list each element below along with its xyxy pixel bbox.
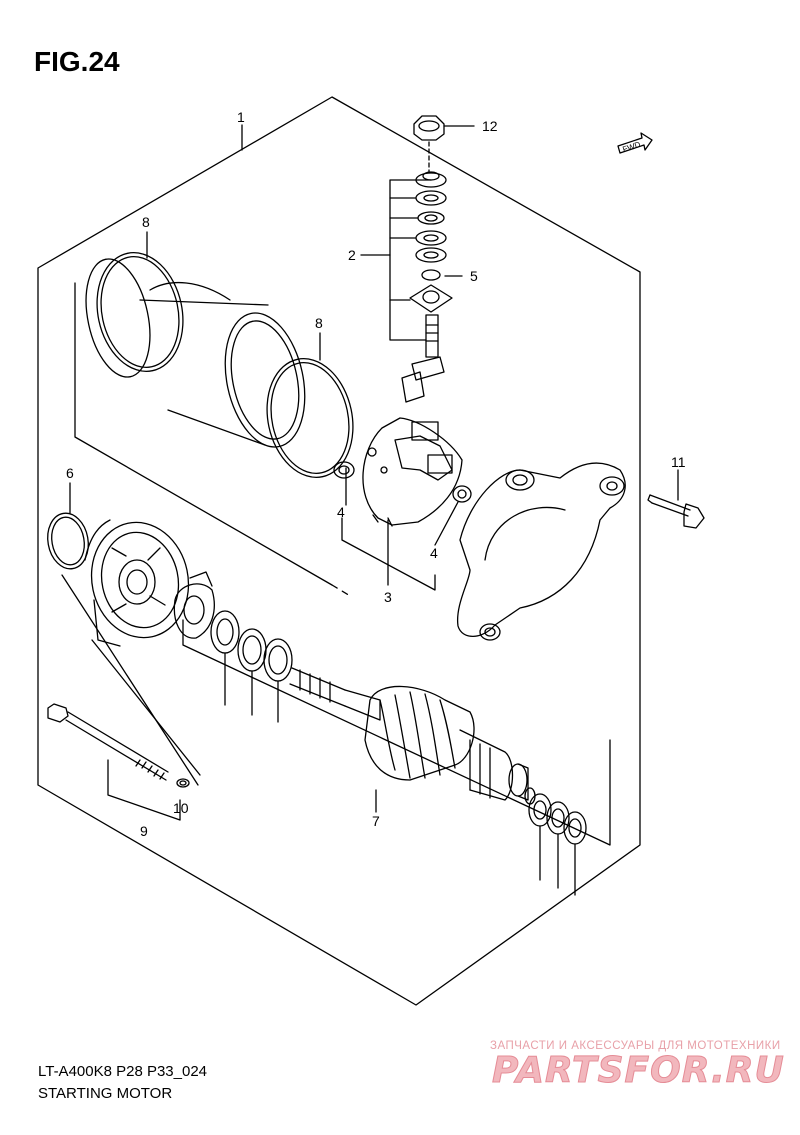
armature xyxy=(289,667,536,805)
callout-9: 9 xyxy=(140,823,148,839)
fwd-arrow xyxy=(617,132,653,154)
washer-item10 xyxy=(176,778,190,788)
callout-8a: 8 xyxy=(142,214,150,230)
watermark-logo: PARTSFOR.RU xyxy=(492,1050,785,1092)
figure-title: FIG.24 xyxy=(34,46,120,77)
callout-6: 6 xyxy=(66,465,74,481)
o-ring-bottom xyxy=(266,358,354,478)
terminal-stack xyxy=(401,115,453,403)
end-cover xyxy=(457,462,626,641)
callout-12: 12 xyxy=(482,118,498,134)
callout-5: 5 xyxy=(470,268,478,284)
callout-11: 11 xyxy=(671,454,686,470)
callout-4b: 4 xyxy=(430,545,438,561)
long-bolt-item9 xyxy=(47,703,169,781)
watermark-tagline: ЗАПЧАСТИ И АКСЕССУАРЫ ДЛЯ МОТОТЕХНИКИ xyxy=(490,1040,781,1052)
bracket-armature xyxy=(182,619,611,846)
callout-2: 2 xyxy=(348,247,356,263)
brush-holder xyxy=(333,417,472,527)
bolt-item11 xyxy=(647,494,705,529)
callout-3: 3 xyxy=(384,589,392,605)
washer-b xyxy=(237,628,267,672)
o-ring-item6 xyxy=(47,512,89,570)
bracket-item9 xyxy=(107,759,181,821)
callout-1: 1 xyxy=(237,109,245,125)
front-housing xyxy=(84,519,190,647)
fwd-label: FWD xyxy=(621,140,641,154)
lock-plate xyxy=(173,571,215,639)
callout-7: 7 xyxy=(372,813,380,829)
section-name: STARTING MOTOR xyxy=(38,1085,173,1102)
bracket-stator xyxy=(74,282,333,586)
bracket-item2 xyxy=(389,179,432,341)
washer-a xyxy=(210,610,240,654)
o-ring-top xyxy=(96,252,184,372)
yoke-housing xyxy=(85,258,306,448)
washer-c xyxy=(263,638,293,682)
callout-10: 10 xyxy=(173,800,189,816)
model-code: LT-A400K8 P28 P33_024 xyxy=(38,1063,208,1080)
assembly-outline xyxy=(37,96,641,1006)
callout-4a: 4 xyxy=(337,504,345,520)
callout-8b: 8 xyxy=(315,315,323,331)
